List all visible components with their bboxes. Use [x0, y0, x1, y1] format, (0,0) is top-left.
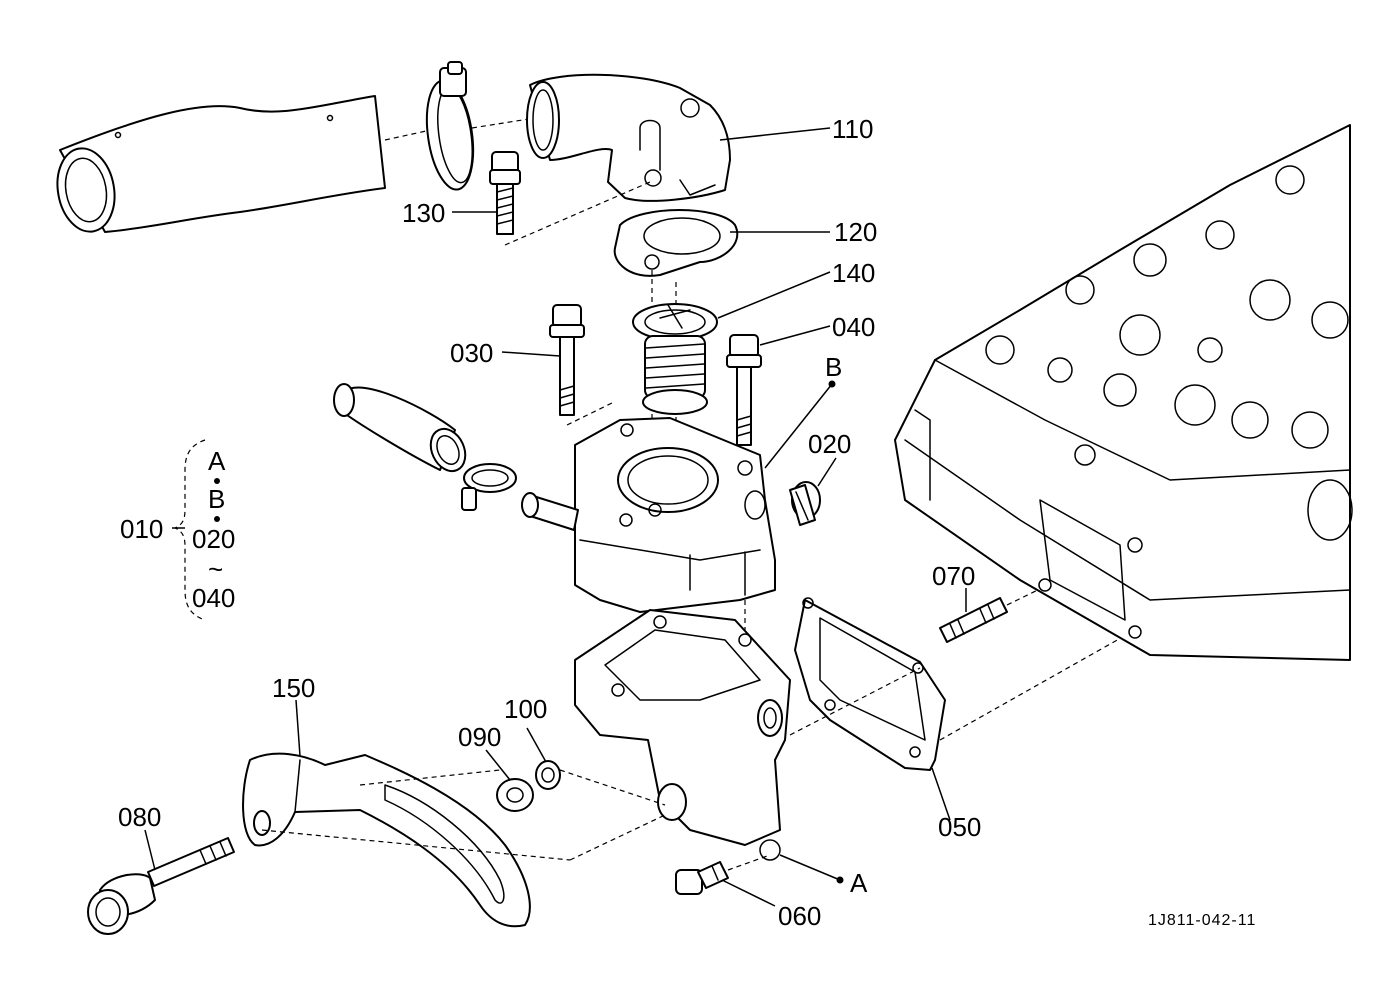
callout-100: 100: [504, 694, 547, 724]
plug-020: [789, 481, 821, 526]
thermostat-cover: [526, 73, 731, 202]
assembly-key-a: A: [208, 446, 226, 476]
assembly-key-main: 010: [120, 514, 163, 544]
callout-090: 090: [458, 722, 501, 752]
assembly-key: 010 A B 020 ~ 040: [120, 439, 235, 621]
callout-a: A: [850, 868, 868, 898]
bolt-080: [87, 837, 235, 935]
hose-clamp-lower: [461, 463, 517, 511]
callout-140: 140: [832, 258, 875, 288]
thermostat-housing: [574, 417, 776, 613]
callout-b: B: [825, 352, 842, 382]
drawing-reference: 1J811-042-11: [1148, 912, 1256, 929]
upper-hose: [56, 95, 386, 233]
callout-070: 070: [932, 561, 975, 591]
callout-060: 060: [778, 901, 821, 931]
bypass-hose: [333, 383, 467, 473]
gasket-120: [613, 209, 739, 277]
callout-130: 130: [402, 198, 445, 228]
callout-030: 030: [450, 338, 493, 368]
callout-120: 120: [834, 217, 877, 247]
assembly-key-040: 040: [192, 583, 235, 613]
callout-150: 150: [272, 673, 315, 703]
bolt-060: [675, 861, 729, 895]
water-flange: [574, 609, 791, 861]
assembly-key-tilde: ~: [208, 554, 223, 584]
leader-lines: [144, 127, 967, 907]
stud-070: [939, 597, 1008, 643]
callout-050: 050: [938, 812, 981, 842]
callout-080: 080: [118, 802, 161, 832]
washer-100: [535, 760, 561, 790]
bolt-040: [726, 334, 762, 446]
callout-110: 110: [832, 114, 873, 144]
gasket-050: [794, 597, 946, 771]
assembly-key-020: 020: [192, 524, 235, 554]
cylinder-head: [894, 124, 1353, 661]
callout-040: 040: [832, 312, 875, 342]
bolt-130: [489, 151, 521, 235]
thermostat-140: [632, 303, 718, 415]
hose-clamp-upper: [425, 61, 475, 191]
bypass-pipe: [521, 492, 579, 531]
bolt-030: [549, 304, 585, 416]
callout-020: 020: [808, 429, 851, 459]
assembly-key-b: B: [208, 484, 225, 514]
bracket-150: [242, 752, 531, 928]
spacer-090: [496, 778, 534, 812]
